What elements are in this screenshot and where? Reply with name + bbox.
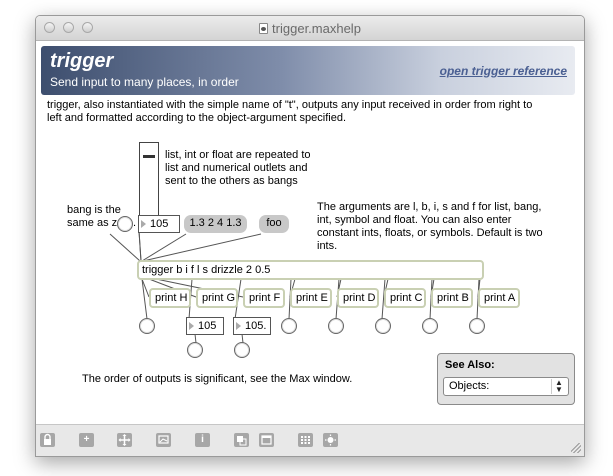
new-view-icon[interactable]: [234, 433, 249, 447]
window-icon[interactable]: [259, 433, 274, 447]
input-slider[interactable]: [139, 142, 159, 231]
trigger-object[interactable]: trigger b i f l s drizzle 2 0.5: [137, 260, 484, 280]
description-text: trigger, also instantiated with the simp…: [47, 99, 533, 124]
int-output-bang[interactable]: [187, 342, 203, 358]
presentation-icon[interactable]: [156, 433, 171, 447]
see-also-title: See Also:: [445, 359, 495, 371]
int-output-number-box[interactable]: 105: [186, 317, 224, 335]
object-title: trigger: [50, 50, 114, 72]
document-icon: [259, 23, 269, 34]
print-object-h[interactable]: print H: [149, 288, 191, 308]
bottom-toolbar: + i: [36, 424, 584, 456]
see-also-panel: See Also: Objects: ▲▼: [437, 353, 575, 405]
print-object-c[interactable]: print C: [384, 288, 426, 308]
number-box-arrow-icon: [236, 322, 241, 330]
output-bang-e[interactable]: [281, 318, 297, 334]
help-header: trigger Send input to many places, in or…: [41, 46, 575, 95]
order-note: The order of outputs is significant, see…: [82, 373, 353, 385]
minimize-window-button[interactable]: [63, 22, 74, 33]
print-object-b[interactable]: print B: [431, 288, 473, 308]
slider-knob[interactable]: [143, 155, 155, 158]
output-bang-c[interactable]: [375, 318, 391, 334]
output-bang-d[interactable]: [328, 318, 344, 334]
print-object-a[interactable]: print A: [478, 288, 520, 308]
see-also-dropdown[interactable]: Objects: ▲▼: [443, 377, 569, 396]
symbol-message-box[interactable]: foo: [259, 215, 289, 233]
zoom-window-button[interactable]: [82, 22, 93, 33]
resize-grip-icon[interactable]: [571, 443, 581, 453]
output-bang-h[interactable]: [139, 318, 155, 334]
lock-icon[interactable]: [40, 433, 55, 447]
chevron-up-down-icon: ▲▼: [551, 379, 566, 394]
print-object-g[interactable]: print G: [196, 288, 238, 308]
object-subtitle: Send input to many places, in order: [50, 75, 239, 89]
open-reference-link[interactable]: open trigger reference: [439, 64, 567, 78]
print-object-d[interactable]: print D: [337, 288, 379, 308]
help-window: trigger.maxhelp trigger Send input to ma…: [35, 15, 585, 457]
inspector-icon[interactable]: i: [195, 433, 210, 447]
input-number-box[interactable]: 105: [138, 215, 180, 233]
snap-icon[interactable]: [323, 433, 338, 447]
slider-note: list, int or float are repeated to list …: [165, 149, 311, 187]
output-bang-a[interactable]: [469, 318, 485, 334]
float-output-number-box[interactable]: 105.: [233, 317, 271, 335]
grid-icon[interactable]: [298, 433, 313, 447]
see-also-selected: Objects:: [449, 380, 490, 392]
close-window-button[interactable]: [44, 22, 55, 33]
window-title-wrap: trigger.maxhelp: [36, 21, 584, 36]
window-title: trigger.maxhelp: [272, 21, 361, 36]
title-bar[interactable]: trigger.maxhelp: [36, 16, 584, 41]
number-box-arrow-icon: [189, 322, 194, 330]
add-object-icon[interactable]: +: [79, 433, 94, 447]
input-number-value: 105: [150, 218, 169, 230]
output-bang-b[interactable]: [422, 318, 438, 334]
print-object-e[interactable]: print E: [290, 288, 332, 308]
int-output-value: 105: [198, 320, 217, 332]
float-output-bang[interactable]: [234, 342, 250, 358]
number-box-arrow-icon: [141, 220, 146, 228]
input-bang-button[interactable]: [117, 216, 133, 232]
float-output-value: 105.: [245, 320, 267, 332]
move-icon[interactable]: [117, 433, 132, 447]
list-message-box[interactable]: 1.3 2 4 1.3: [184, 215, 247, 233]
print-object-f[interactable]: print F: [243, 288, 285, 308]
arguments-note: The arguments are l, b, i, s and f for l…: [317, 201, 543, 252]
